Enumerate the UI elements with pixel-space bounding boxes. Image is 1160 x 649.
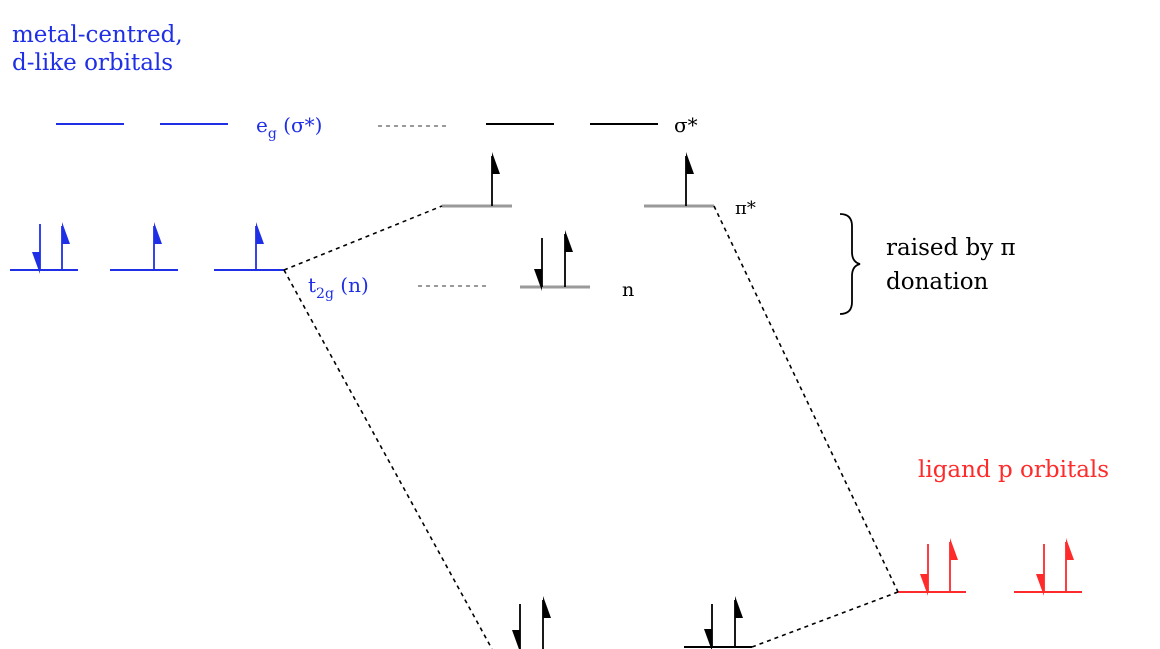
t2g-electron-up-1	[61, 222, 70, 270]
corr-ligand-to-pibonding	[751, 591, 899, 648]
n-label: n	[622, 279, 634, 301]
ligand-electron-down-1	[920, 544, 929, 596]
eg-label: eg (σ*)	[256, 113, 322, 142]
t2g-label: t2g (n)	[308, 273, 369, 302]
t2g-electron-up-3	[255, 222, 264, 270]
corr-t2g-to-pibonding	[283, 269, 493, 649]
n-electron-down	[534, 238, 543, 291]
ligand-electron-up-2	[1065, 538, 1074, 592]
pi-star-electron-up-2	[685, 152, 694, 206]
ligand-title: ligand p orbitals	[918, 457, 1109, 483]
pi-bonding-electron-down-1	[512, 604, 521, 649]
pi-star-label: π*	[735, 198, 756, 219]
corr-pistar-to-ligand	[713, 205, 899, 593]
ligand-electron-down-2	[1036, 544, 1045, 596]
corr-t2g-to-pistar	[283, 205, 443, 271]
pi-bonding-electron-down-2	[704, 604, 713, 649]
ligand-electron-up-1	[949, 538, 958, 592]
sigma-star-label: σ*	[674, 113, 698, 137]
pi-bonding-electron-up-2	[734, 596, 743, 647]
raised-label-line1: raised by π	[886, 235, 1016, 261]
n-electron-up	[564, 230, 573, 287]
metal-title-line2: d-like orbitals	[12, 50, 173, 76]
brace-icon	[839, 213, 861, 315]
raised-label-line2: donation	[886, 269, 989, 295]
pi-bonding-electron-up-1	[542, 596, 551, 649]
metal-title-line1: metal-centred,	[12, 22, 183, 48]
t2g-electron-up-2	[153, 222, 162, 270]
pi-star-electron-up-1	[491, 152, 500, 206]
t2g-electron-down-1	[32, 224, 41, 274]
